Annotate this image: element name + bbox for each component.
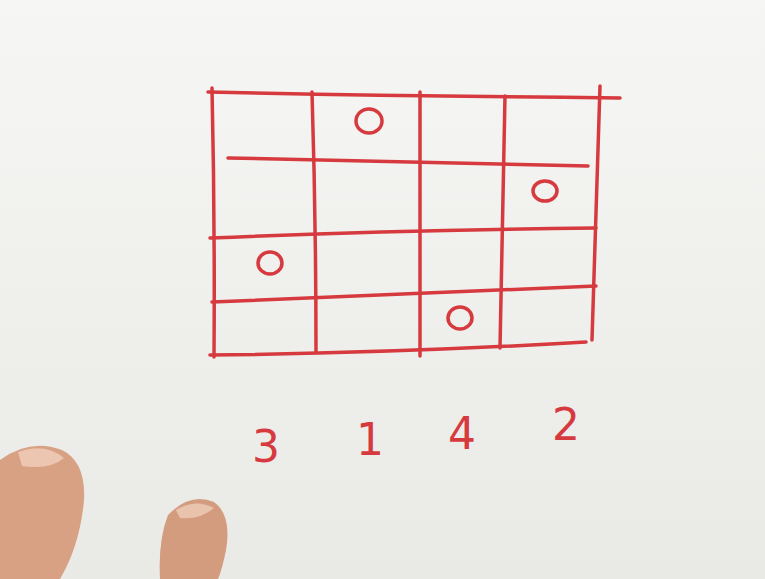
column-number: 1 [356, 418, 384, 462]
column-number: 3 [252, 425, 280, 469]
finger [0, 446, 84, 579]
fingernail [18, 448, 64, 467]
circle-marks [258, 109, 557, 329]
circle-mark [448, 307, 472, 329]
grid-line [228, 158, 588, 166]
grid-line [500, 96, 505, 348]
grid-line [592, 86, 600, 340]
finger [160, 499, 228, 579]
circle-mark [533, 181, 557, 201]
grid-line [210, 342, 586, 355]
grid-line [210, 228, 596, 238]
circle-mark [258, 252, 282, 274]
grid-line [208, 92, 620, 98]
column-number: 4 [448, 412, 476, 456]
grid-line [212, 88, 214, 357]
grid-lines [208, 86, 620, 357]
grid-line [418, 92, 422, 356]
fingernail [176, 503, 214, 518]
column-number: 2 [552, 403, 580, 447]
circle-mark [356, 109, 382, 133]
grid-line [312, 92, 316, 352]
fingers [0, 446, 228, 579]
grid-line [212, 286, 596, 302]
